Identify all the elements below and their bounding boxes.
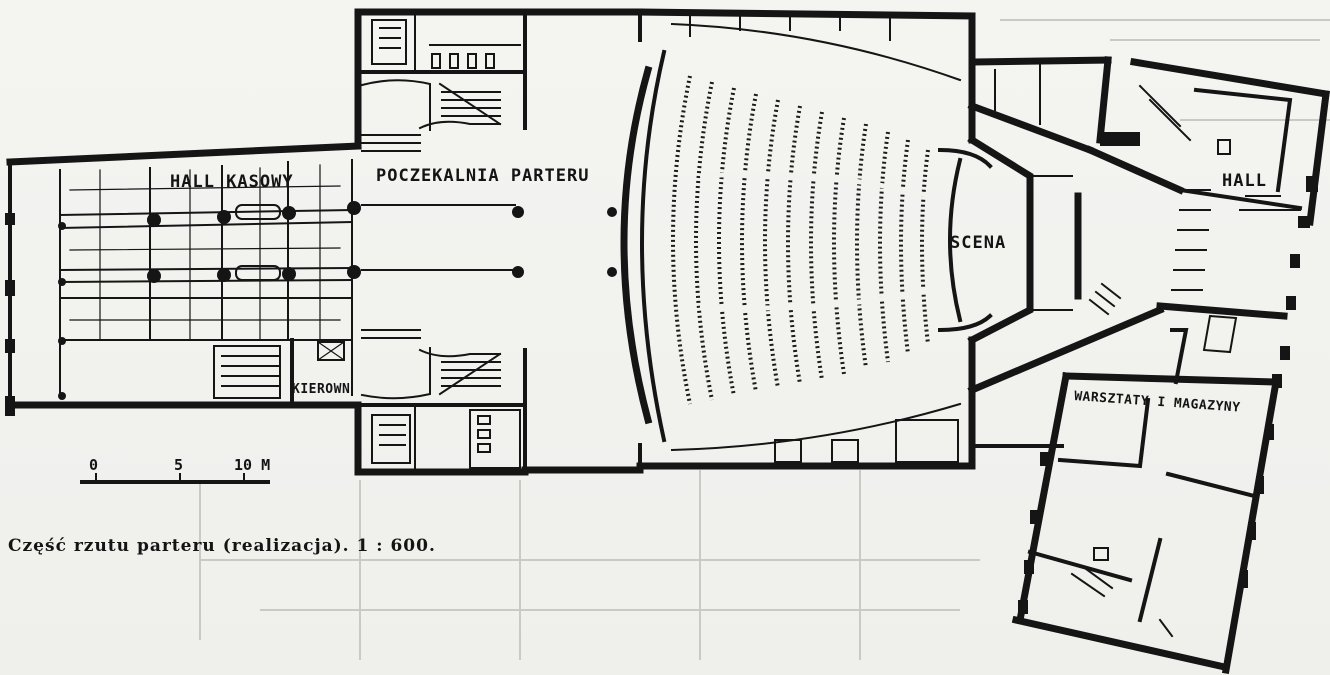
label-hall-kasowy: HALL KASOWY [170,172,294,192]
scale-mark-0: 0 [89,456,98,474]
poczekalnia-block [354,8,644,476]
label-hall: HALL [1222,171,1267,191]
label-scena: SCENA [950,233,1006,253]
label-kierown: KIEROWN [292,382,350,397]
figure-caption: Część rzutu parteru (realizacja). 1 : 60… [8,536,436,556]
hall-kasowy-wing [5,142,362,416]
auditorium [620,8,993,470]
scale-bar: 0 5 10 M [80,456,270,484]
right-hall-block [972,56,1330,228]
warsztaty-block [970,254,1300,675]
seating-rows [671,75,930,405]
stage [948,59,1211,395]
scale-mark-5: 5 [174,456,183,474]
label-poczekalnia-parteru: POCZEKALNIA PARTERU [376,166,589,186]
label-warsztaty-i-magazyny: WARSZTATY I MAGAZYNY [1074,389,1241,416]
scale-mark-10m: 10 M [234,456,270,474]
background-ghosting [199,19,1330,660]
